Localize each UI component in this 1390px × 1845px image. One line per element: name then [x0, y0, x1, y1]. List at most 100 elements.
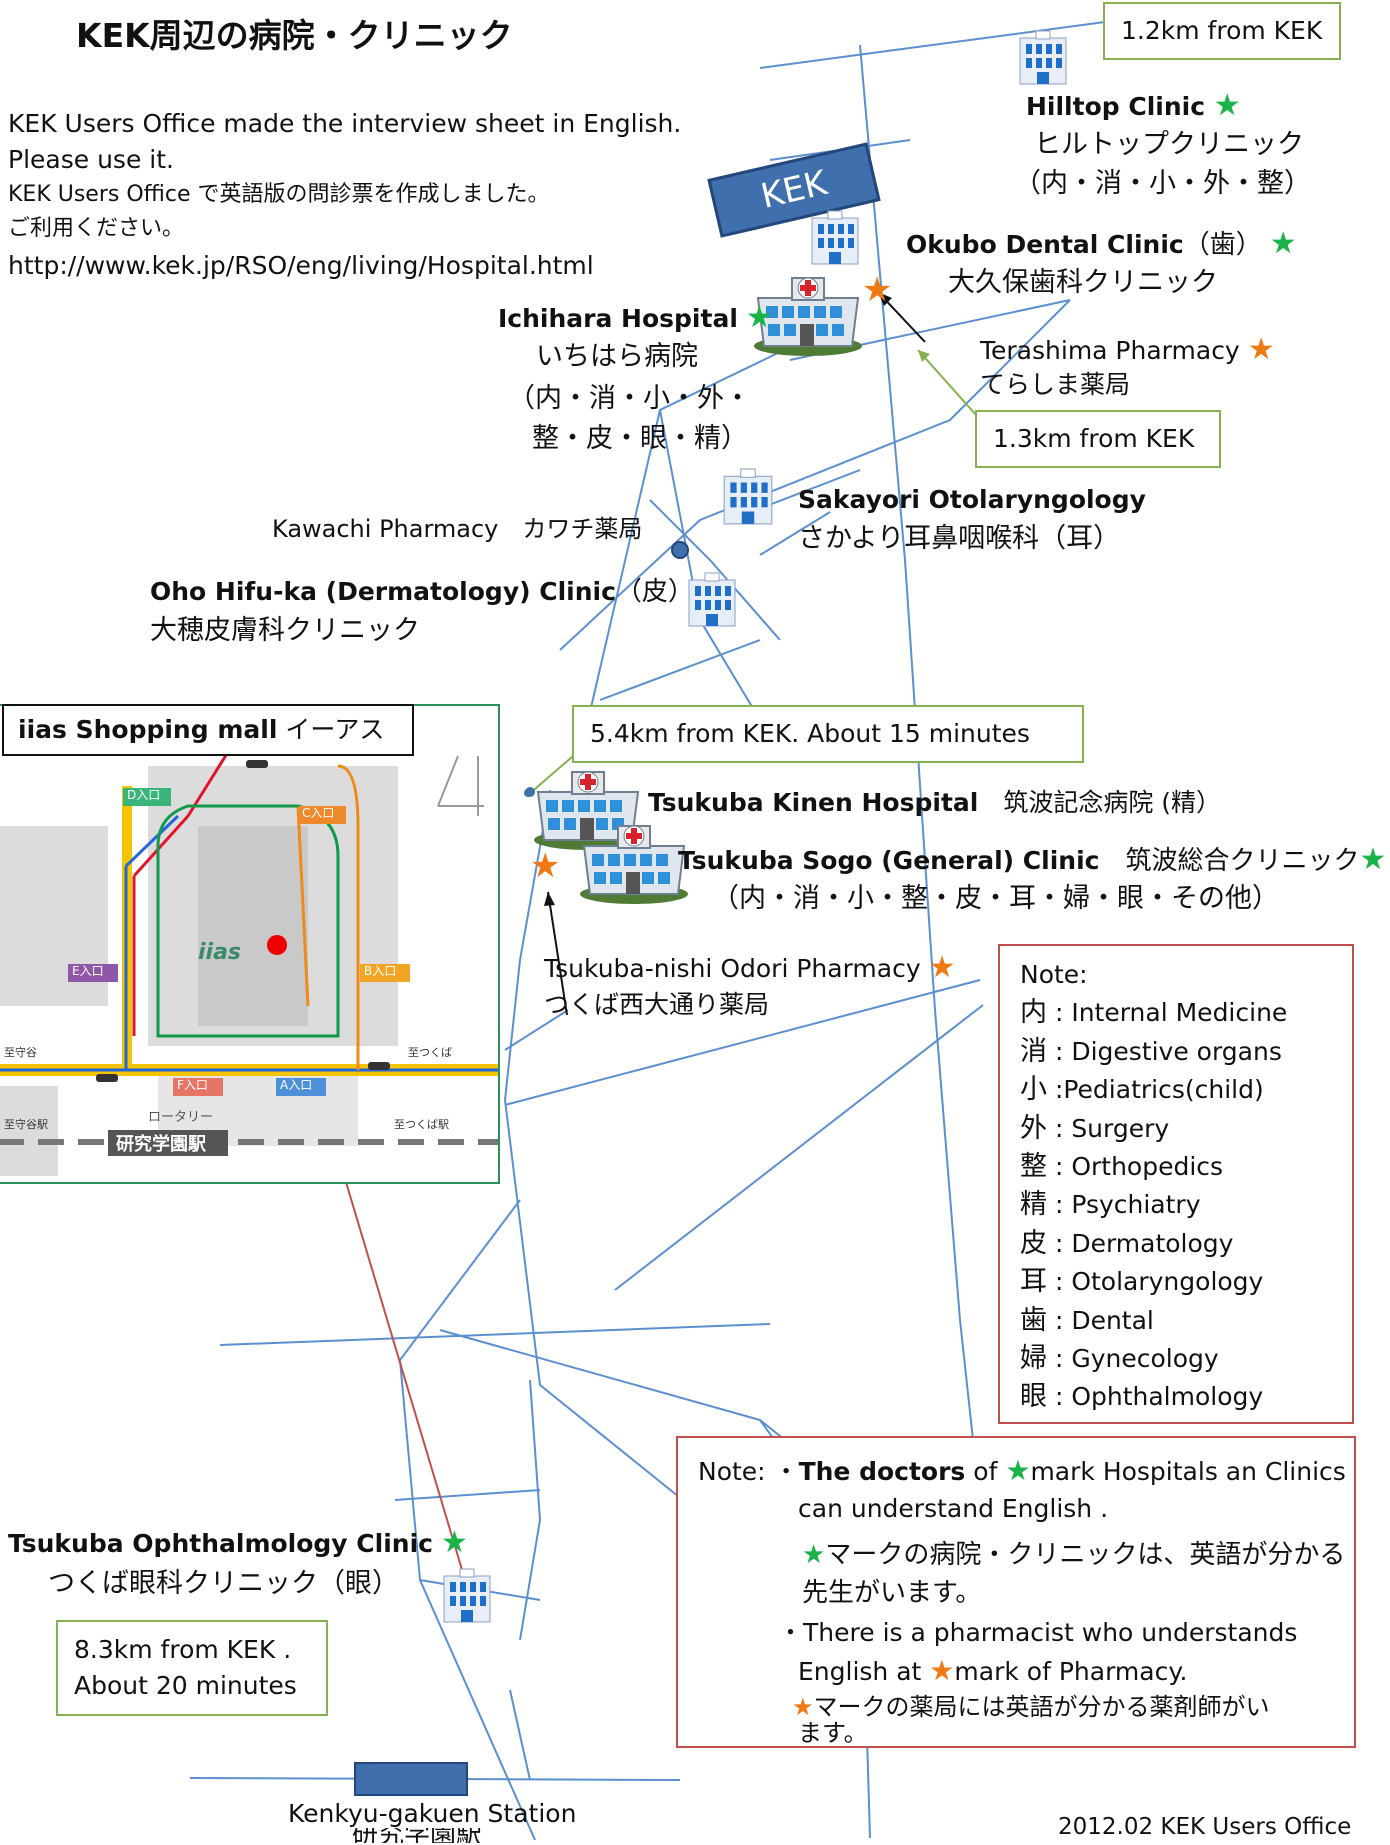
- legend-value: : Otolaryngology: [1047, 1267, 1264, 1297]
- note2-pharm-line2a: English at: [798, 1657, 930, 1686]
- oho-clinic-building-icon: [688, 572, 736, 627]
- nishi-odori-pharmacy-en: Tsukuba-nishi Odori Pharmacy: [544, 954, 921, 983]
- station-marker: [354, 1762, 468, 1796]
- legend-row-2: 小 :Pediatrics(child): [1020, 1071, 1352, 1109]
- terashima-pharmacy-jp: てらしま薬局: [980, 370, 1131, 399]
- note2-pharm-jp1: マークの薬局には英語が分かる薬剤師がい: [813, 1693, 1270, 1721]
- ichihara-hospital-icon: [754, 277, 862, 356]
- legend-value: : Gynecology: [1047, 1344, 1219, 1374]
- okubo-star-icon: ★: [1269, 226, 1297, 261]
- distance-hilltop: 1.2km from KEK: [1103, 2, 1341, 60]
- tsukuba-kinen-name: Tsukuba Kinen Hospital 筑波記念病院 (精）: [648, 785, 1221, 821]
- legend-key: 外: [1020, 1112, 1047, 1144]
- distance-kinen: 5.4km from KEK. About 15 minutes: [572, 705, 1084, 763]
- note2-doctors-jp1-row: ★マークの病院・クリニックは、英語が分かる: [802, 1536, 1345, 1574]
- note2-green-star-icon: ★: [1005, 1454, 1031, 1487]
- hilltop-star-icon: ★: [1213, 88, 1241, 123]
- iias-logo: iias: [198, 940, 242, 965]
- terashima-pharmacy-name: Terashima Pharmacy ★: [980, 332, 1275, 369]
- legend-row-0: 内 : Internal Medicine: [1020, 994, 1352, 1032]
- ichihara-hospital-en: Ichihara Hospital: [498, 304, 738, 333]
- legend-row-5: 精 : Psychiatry: [1020, 1186, 1352, 1224]
- okubo-dental-en: Okubo Dental Clinic: [906, 230, 1184, 259]
- tsukuba-sogo-name: Tsukuba Sogo (General) Clinic 筑波総合クリニック★: [678, 842, 1386, 879]
- iias-to-moriya: 至守谷: [4, 1046, 37, 1059]
- oho-clinic-jp: 大穂皮膚科クリニック: [150, 615, 420, 646]
- iias-entrance-d: D入口: [127, 788, 161, 802]
- iias-title-jp: イーアス: [285, 715, 385, 744]
- note2-orange-star-icon: ★: [929, 1654, 955, 1687]
- ichihara-star-icon: ★: [745, 300, 773, 335]
- legend-row-7: 耳 : Otolaryngology: [1020, 1263, 1352, 1301]
- iias-station-label: 研究学園駅: [116, 1134, 206, 1155]
- legend-key: 精: [1020, 1189, 1047, 1221]
- legend-key: 皮: [1020, 1227, 1047, 1259]
- legend-key: 眼: [1020, 1381, 1047, 1413]
- station-name-en: Kenkyu-gakuen Station: [288, 1799, 577, 1828]
- legend-key: 消: [1020, 1035, 1047, 1067]
- legend-row-1: 消 : Digestive organs: [1020, 1033, 1352, 1071]
- distance-ophthalmology-line1: 8.3km from KEK .: [74, 1635, 292, 1664]
- department-legend: Note: 内 : Internal Medicine 消 : Digestiv…: [998, 944, 1354, 1424]
- intro-line-2: Please use it.: [8, 145, 174, 174]
- note2-doctors-line2: can understand English .: [798, 1494, 1109, 1523]
- note2-pharm-jp2: ます。: [798, 1719, 868, 1747]
- okubo-dental-dept: （歯）: [1183, 230, 1262, 260]
- intro-url-link[interactable]: http://www.kek.jp/RSO/eng/living/Hospita…: [8, 251, 594, 280]
- note2-pharm-line2b: mark of Pharmacy.: [954, 1657, 1188, 1686]
- okubo-dental-jp: 大久保歯科クリニック: [948, 267, 1218, 298]
- legend-value: : Orthopedics: [1047, 1152, 1224, 1182]
- legend-row-4: 整 : Orthopedics: [1020, 1148, 1352, 1186]
- note2-line-1: Note: ・The doctors of ★mark Hospitals an…: [698, 1452, 1346, 1491]
- hilltop-clinic-dept: （内・消・小・外・整）: [1014, 168, 1311, 199]
- oho-clinic-dept: （皮）: [615, 577, 694, 607]
- distance-terashima: 1.3km from KEK: [975, 410, 1221, 468]
- sakayori-name-jp: さかより耳鼻咽喉科（耳）: [798, 523, 1121, 554]
- nishi-odori-pharmacy-star-icon: ★: [530, 846, 561, 886]
- legend-key: 婦: [1020, 1343, 1047, 1375]
- ichihara-hospital-name: Ichihara Hospital ★: [498, 300, 773, 337]
- legend-key: 小: [1020, 1074, 1047, 1106]
- tsukuba-kinen-en: Tsukuba Kinen Hospital: [648, 788, 979, 817]
- kawachi-pharmacy-label: Kawachi Pharmacy カワチ薬局: [272, 515, 643, 543]
- note2-doctors-jp-star-icon: ★: [802, 1540, 826, 1570]
- ophthalmology-clinic-en: Tsukuba Ophthalmology Clinic: [8, 1529, 433, 1558]
- note2-pharm-jp1-row: ★マークの薬局には英語が分かる薬剤師がい: [792, 1688, 1270, 1726]
- distance-ophthalmology-line2: About 20 minutes: [74, 1671, 297, 1700]
- footer-credit: 2012.02 KEK Users Office: [1058, 1814, 1352, 1840]
- legend-row-6: 皮 : Dermatology: [1020, 1225, 1352, 1263]
- iias-entrance-f: F入口: [177, 1078, 208, 1092]
- tsukuba-sogo-en: Tsukuba Sogo (General) Clinic: [678, 846, 1100, 875]
- legend-value: : Internal Medicine: [1047, 998, 1288, 1028]
- hilltop-clinic-name: Hilltop Clinic ★: [1026, 88, 1241, 125]
- legend-key: 歯: [1020, 1304, 1047, 1336]
- note2-doctors-jp2: 先生がいます。: [802, 1578, 982, 1608]
- legend-title: Note:: [1020, 960, 1088, 989]
- tsukuba-sogo-dept: （内・消・小・整・皮・耳・婦・眼・その他）: [712, 883, 1279, 914]
- legend-row-10: 眼 : Ophthalmology: [1020, 1378, 1352, 1416]
- ophthalmology-building-icon: [443, 1568, 491, 1623]
- ichihara-hospital-dept-2: 整・皮・眼・精）: [532, 423, 748, 454]
- note2-pharm-line2-row: English at ★mark of Pharmacy.: [798, 1652, 1188, 1691]
- iias-entrance-a: A入口: [280, 1078, 313, 1092]
- intro-line-3: KEK Users Office で英語版の問診票を作成しました。: [8, 182, 550, 207]
- ophthalmology-star-icon: ★: [440, 1525, 468, 1560]
- nishi-odori-pharmacy-name: Tsukuba-nishi Odori Pharmacy ★: [544, 950, 955, 987]
- iias-entrance-e: E入口: [72, 964, 104, 978]
- ichihara-hospital-dept-1: （内・消・小・外・: [508, 383, 751, 414]
- note2-pharm-line1: There is a pharmacist who understands: [803, 1618, 1298, 1647]
- hilltop-clinic-en: Hilltop Clinic: [1026, 92, 1206, 121]
- legend-row-9: 婦 : Gynecology: [1020, 1340, 1352, 1378]
- ichihara-hospital-jp: いちはら病院: [536, 341, 698, 372]
- page-title: KEK周辺の病院・クリニック: [76, 16, 513, 55]
- legend-value: :Pediatrics(child): [1047, 1075, 1264, 1105]
- tsukuba-sogo-clinic-icon: [580, 825, 688, 904]
- hilltop-clinic-building-icon: [1019, 30, 1067, 85]
- legend-value: : Ophthalmology: [1047, 1382, 1264, 1412]
- distance-ophthalmology: 8.3km from KEK . About 20 minutes: [56, 1620, 328, 1716]
- legend-value: : Dermatology: [1047, 1228, 1234, 1258]
- english-support-note: Note: ・The doctors of ★mark Hospitals an…: [676, 1436, 1356, 1748]
- intro-line-4: ご利用ください。: [8, 216, 185, 241]
- intro-line-1: KEK Users Office made the interview shee…: [8, 109, 682, 138]
- tsukuba-sogo-star-icon: ★: [1359, 842, 1387, 877]
